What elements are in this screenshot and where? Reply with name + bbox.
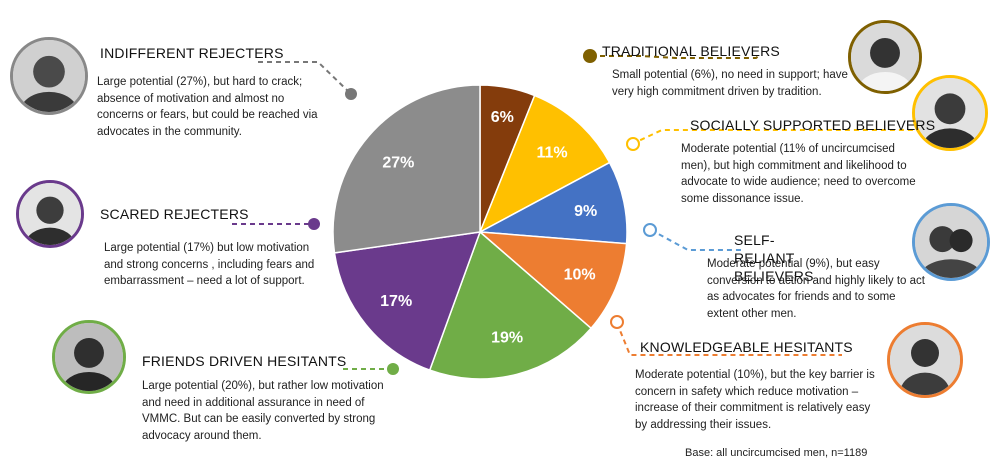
pie-slices — [332, 84, 628, 380]
desc-social: Moderate potential (11% of uncircumcised… — [681, 143, 916, 205]
connector-dot-selfreliant — [643, 223, 657, 237]
title-indifferent: INDIFFERENT REJECTERS — [100, 45, 284, 61]
pie-slice-scared-rejecters — [333, 231, 482, 372]
connector-indifferent — [258, 61, 351, 94]
avatar-social — [912, 75, 988, 151]
pie-slice-indifferent-rejecters — [332, 84, 481, 254]
pie-label-1: 11% — [536, 145, 567, 162]
connector-social — [631, 129, 914, 145]
pie-slice-friends-driven-hesitants — [428, 230, 593, 380]
desc-friends: Large potential (20%), but rather low mo… — [142, 380, 384, 442]
pie-label-5: 17% — [380, 293, 412, 310]
base-note: Base: all uncircumcised men, n=1189 — [685, 447, 868, 459]
person-photo-icon — [55, 323, 123, 391]
title-social: SOCIALLY SUPPORTED BELIEVERS — [690, 117, 936, 133]
pie-label-2: 9% — [574, 203, 597, 220]
connector-dot-scared — [308, 218, 320, 230]
connector-traditional — [591, 54, 761, 59]
desc-knowledgeable: Moderate potential (10%), but the key ba… — [635, 369, 875, 431]
person-photo-icon — [851, 23, 919, 91]
connector-selfreliant — [650, 229, 744, 251]
pie-label-0: 6% — [491, 109, 514, 126]
avatar-knowledgeable — [887, 322, 963, 398]
avatar-scared — [16, 180, 84, 248]
pie-slice-labels: 6% 11% 9% 10% 19% 17% 27% — [380, 109, 597, 346]
pie-slice-knowledgeable-hesitants — [477, 231, 628, 330]
pie-label-3: 10% — [564, 267, 596, 284]
pie-label-6: 27% — [382, 154, 414, 171]
avatar-traditional — [848, 20, 922, 94]
connector-dot-indifferent — [345, 88, 357, 100]
pie-label-4: 19% — [491, 330, 523, 347]
title-knowledgeable: KNOWLEDGEABLE HESITANTS — [640, 339, 853, 355]
title-scared: SCARED REJECTERS — [100, 206, 249, 222]
title-selfreliant: SELF-RELIANT BELIEVERS — [734, 232, 814, 284]
desc-scared: Large potential (17%) but low motivation… — [104, 242, 315, 287]
pie-slice-socially-supported-believers — [478, 94, 611, 234]
person-photo-icon — [915, 78, 985, 148]
person-photo-icon — [13, 40, 85, 112]
desc-traditional: Small potential (6%), no need in support… — [612, 69, 848, 98]
pie-slice-self-reliant-believers — [477, 161, 628, 245]
connector-knowledgeable — [616, 322, 842, 356]
title-friends: FRIENDS DRIVEN HESITANTS — [142, 353, 347, 369]
connector-dot-knowledgeable — [610, 315, 624, 329]
person-photo-icon — [19, 183, 81, 245]
avatar-selfreliant — [912, 203, 990, 281]
connector-dot-friends — [387, 363, 399, 375]
avatar-indifferent — [10, 37, 88, 115]
person-photo-icon — [890, 325, 960, 395]
avatar-friends — [52, 320, 126, 394]
title-traditional: TRADITIONAL BELIEVERS — [602, 43, 780, 59]
desc-selfreliant: Moderate potential (9%), but easy conver… — [707, 258, 925, 320]
desc-indifferent: Large potential (27%), but hard to crack… — [97, 76, 318, 138]
connector-dot-social — [626, 137, 640, 151]
couple-photo-icon — [915, 206, 987, 278]
connector-dot-traditional — [583, 49, 597, 63]
